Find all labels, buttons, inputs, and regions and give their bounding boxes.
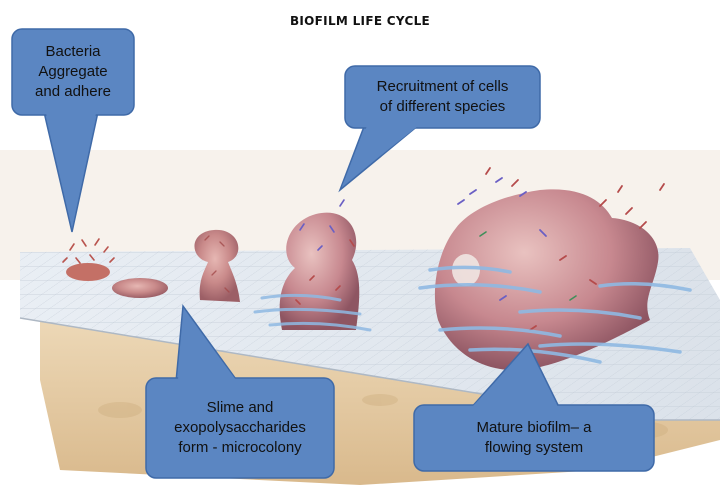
callout-aggregate-line-3: and adhere [35, 83, 111, 100]
callout-bubble-mature [413, 342, 655, 472]
callout-recruitment-line-2: of different species [379, 98, 506, 115]
callout-aggregate-line-2: Aggregate [38, 63, 108, 80]
callout-microcolony-line-1: Slime and [206, 399, 274, 416]
flow-streaks-left [253, 293, 372, 332]
callout-microcolony-line-3: form - microcolony [178, 439, 302, 456]
stage-mature-biofilm [434, 167, 665, 371]
callout-microcolony-line-2: exopolysaccharides [174, 419, 306, 436]
callout-microcolony: Slime and exopolysaccharides form - micr… [146, 378, 334, 478]
callout-aggregate-line-1: Bacteria [45, 43, 101, 60]
callout-bubble-recruitment [338, 65, 541, 193]
stage-adhesion-layer [112, 278, 168, 298]
callout-aggregate: Bacteria Aggregate and adhere [12, 29, 134, 115]
diagram-title: BIOFILM LIFE CYCLE [289, 14, 431, 28]
flow-streaks-right [418, 265, 692, 364]
callout-bubble-microcolony [145, 303, 335, 479]
callout-mature-line-2: flowing system [484, 439, 584, 456]
callout-recruitment-line-1: Recruitment of cells [376, 78, 509, 95]
callout-shapes [11, 28, 655, 479]
callout-mature-line-1: Mature biofilm– a [476, 419, 592, 436]
callout-bubble-aggregate [11, 28, 135, 233]
callout-recruitment: Recruitment of cells of different specie… [345, 66, 540, 128]
callout-mature: Mature biofilm– a flowing system [414, 405, 654, 471]
stage-microcolony [194, 229, 240, 302]
stage-aggregate [62, 238, 115, 281]
